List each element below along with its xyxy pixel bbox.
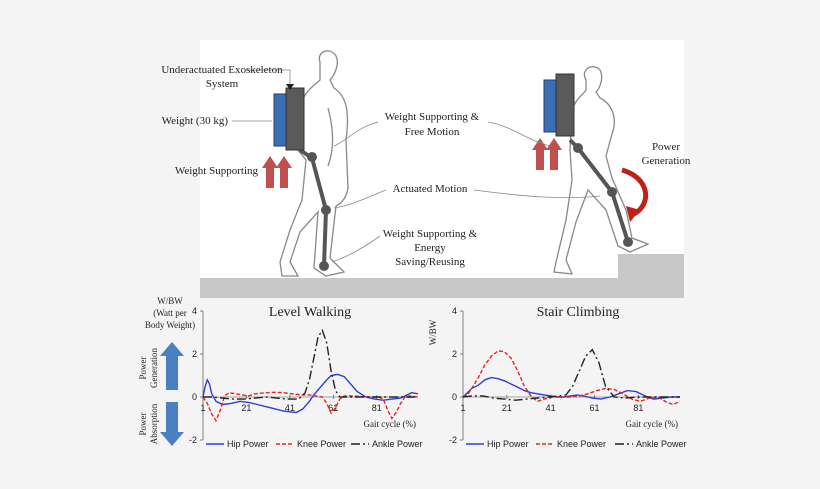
label-actuated-motion: Actuated Motion bbox=[393, 183, 468, 195]
side-generation-1: Power bbox=[138, 357, 148, 380]
series-line-ankle-power bbox=[203, 328, 418, 400]
hip-joint-icon-2 bbox=[573, 143, 583, 153]
label-underactuated-1: Underactuated Exoskeleton bbox=[161, 64, 283, 76]
legend-label: Hip Power bbox=[227, 439, 269, 449]
x-tick-label: 61 bbox=[590, 403, 600, 413]
y-tick-label: -2 bbox=[189, 435, 197, 445]
label-weight: Weight (30 kg) bbox=[162, 115, 229, 127]
x-tick-label: 21 bbox=[241, 403, 251, 413]
x-tick-label: 1 bbox=[460, 403, 465, 413]
y-tick-label: 2 bbox=[192, 349, 197, 359]
weight-block-icon-2 bbox=[543, 79, 557, 133]
x-axis-label: Gait cycle (%) bbox=[364, 419, 416, 429]
label-ws-energy-2: Energy bbox=[414, 242, 446, 254]
label-ws-free-1: Weight Supporting & bbox=[385, 111, 480, 123]
weight-support-arrows-icon bbox=[262, 156, 292, 188]
side-ylabel-2: (Watt per bbox=[153, 308, 187, 318]
legend-label: Knee Power bbox=[297, 439, 346, 449]
x-tick-label: 21 bbox=[502, 403, 512, 413]
illustration-labels: Underactuated Exoskeleton System Weight … bbox=[161, 64, 691, 268]
legend-label: Ankle Power bbox=[636, 439, 687, 449]
side-generation-2: Generation bbox=[149, 348, 159, 388]
x-axis-label: Gait cycle (%) bbox=[626, 419, 678, 429]
series-line-knee-power bbox=[462, 350, 681, 406]
label-power-generation-1: Power bbox=[652, 141, 680, 153]
backpack-frame-icon-2 bbox=[555, 73, 575, 137]
side-arrows bbox=[160, 342, 184, 446]
side-ylabel-3: Body Weight) bbox=[145, 320, 195, 330]
y-tick-label: 4 bbox=[452, 306, 457, 316]
y-tick-label: 0 bbox=[452, 392, 457, 402]
side-absorption-1: Power bbox=[138, 413, 148, 436]
label-ws-free-2: Free Motion bbox=[405, 126, 460, 138]
label-ws-energy-3: Saving/Reusing bbox=[395, 256, 465, 268]
side-absorption-2: Absorption bbox=[149, 403, 159, 444]
weight-block-icon bbox=[273, 93, 287, 147]
series-line-hip-power bbox=[462, 376, 680, 400]
legend-label: Knee Power bbox=[557, 439, 606, 449]
y-tick-label: 4 bbox=[192, 306, 197, 316]
x-tick-label: 1 bbox=[200, 403, 205, 413]
rotation-arrowhead-icon bbox=[626, 206, 640, 222]
backpack-frame-icon bbox=[285, 87, 305, 151]
chart-title: Stair Climbing bbox=[537, 305, 620, 320]
ankle-joint-icon-2 bbox=[623, 237, 633, 247]
generation-arrow-icon bbox=[160, 342, 184, 390]
label-power-generation-2: Generation bbox=[642, 155, 691, 167]
label-ws-energy-1: Weight Supporting & bbox=[383, 228, 478, 240]
x-tick-label: 61 bbox=[328, 403, 338, 413]
series-line-knee-power bbox=[202, 391, 419, 423]
series-line-ankle-power bbox=[462, 348, 680, 401]
y-tick-label: 0 bbox=[192, 392, 197, 402]
stair-step bbox=[618, 254, 684, 280]
y-tick-label: -2 bbox=[449, 435, 457, 445]
knee-joint-icon-2 bbox=[607, 187, 617, 197]
series-line-hip-power bbox=[202, 373, 419, 414]
ankle-joint-icon bbox=[319, 261, 329, 271]
knee-joint-icon bbox=[321, 205, 331, 215]
ground-platform bbox=[200, 278, 684, 298]
hip-joint-icon bbox=[307, 152, 317, 162]
label-underactuated-2: System bbox=[206, 78, 239, 90]
callout-lines bbox=[232, 69, 601, 263]
side-ylabel-1: W/BW bbox=[157, 296, 183, 306]
y-tick-label: 2 bbox=[452, 349, 457, 359]
absorption-arrow-icon bbox=[160, 402, 184, 446]
x-tick-label: 41 bbox=[285, 403, 295, 413]
y-axis-label: W/BW bbox=[428, 319, 438, 345]
legend-label: Ankle Power bbox=[372, 439, 423, 449]
legend-label: Hip Power bbox=[487, 439, 529, 449]
chart-title: Level Walking bbox=[269, 305, 351, 320]
x-tick-label: 81 bbox=[633, 403, 643, 413]
label-weight-supporting: Weight Supporting bbox=[175, 165, 259, 177]
side-axis-labels: W/BW (Watt per Body Weight) Power Genera… bbox=[138, 296, 195, 444]
x-tick-label: 81 bbox=[372, 403, 382, 413]
x-tick-label: 41 bbox=[546, 403, 556, 413]
